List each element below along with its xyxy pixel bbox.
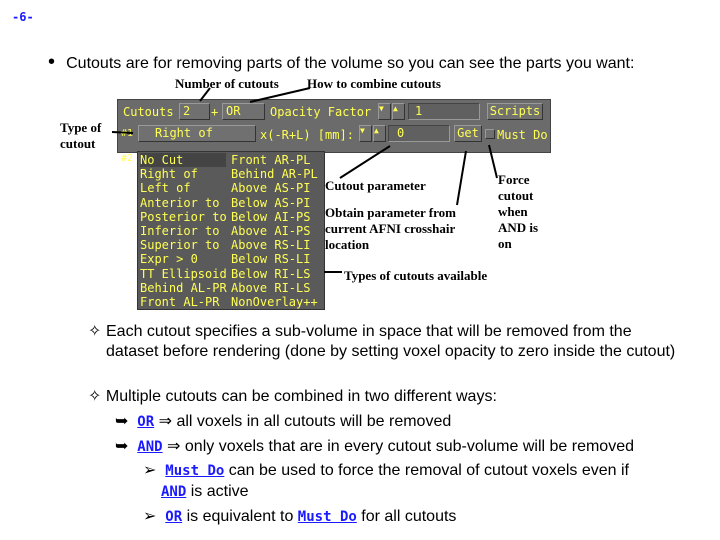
menu-option[interactable]: TT Ellipsoid <box>140 266 227 281</box>
must-do-tail: is active <box>190 483 249 500</box>
must-do-keyword-2[interactable]: Must Do <box>297 509 357 525</box>
and-item: ➥ AND ⇒ only voxels that are in every cu… <box>115 437 634 457</box>
menu-option[interactable]: Above AS-PI <box>231 181 311 196</box>
intro-text: Cutouts are for removing parts of the vo… <box>66 55 635 72</box>
label-combine: How to combine cutouts <box>307 76 441 91</box>
scripts-button[interactable]: Scripts <box>487 103 543 120</box>
or-keyword[interactable]: OR <box>137 414 155 430</box>
menu-option[interactable]: No Cut <box>140 153 226 167</box>
and-keyword-2[interactable]: AND <box>161 484 187 500</box>
cutouts-count-value: 2 <box>183 104 191 118</box>
cutout-type-value: Right of <box>155 126 213 140</box>
or-equiv-text: is equivalent to <box>186 508 294 525</box>
sub-bullet-1-text: Each cutout specifies a sub-volume in sp… <box>106 323 676 360</box>
param-down-button[interactable]: ▼ <box>359 125 372 142</box>
label-obtain: Obtain parameter from current AFNI cross… <box>325 205 456 252</box>
menu-option[interactable]: Above AI-PS <box>231 224 311 238</box>
cutouts-label: Cutouts <box>123 105 174 119</box>
scripts-label: Scripts <box>489 104 541 118</box>
and-text: ⇒ only voxels that are in every cutout s… <box>167 438 634 455</box>
sub-bullet-2: ✧ Multiple cutouts can be combined in tw… <box>88 387 497 407</box>
cutouts-panel: Cutouts 2 + OR Opacity Factor ▼ ▲ 1 Scri… <box>117 99 551 164</box>
must-do-item: ➢ Must Do can be used to force the remov… <box>143 461 629 481</box>
menu-option[interactable]: Above RI-LS <box>231 280 311 295</box>
must-do-keyword[interactable]: Must Do <box>165 463 225 479</box>
and-keyword[interactable]: AND <box>137 439 163 455</box>
get-label: Get <box>457 126 479 140</box>
menu-option[interactable]: Above RS-LI <box>231 238 311 253</box>
label-param: Cutout parameter <box>325 178 426 193</box>
menu-option[interactable]: Below RI-LS <box>231 266 311 281</box>
label-num-cutouts: Number of cutouts <box>175 76 279 91</box>
arrow-bullet-icon: ➥ <box>115 413 138 430</box>
or-equiv-item: ➢ OR is equivalent to Must Do for all cu… <box>143 507 456 527</box>
triangle-bullet-icon: ➢ <box>143 462 166 479</box>
opacity-down-button[interactable]: ▼ <box>378 103 391 120</box>
sub-bullet-1: ✧Each cutout specifies a sub-volume in s… <box>88 322 688 362</box>
or-equiv-tail: for all cutouts <box>361 508 457 525</box>
must-do-text: can be used to force the removal of cuto… <box>228 462 629 479</box>
menu-option[interactable]: Posterior to <box>140 209 227 224</box>
cutouts-count-menu[interactable]: 2 <box>179 103 210 120</box>
menu-option[interactable]: Inferior to <box>140 224 220 238</box>
cutout-type-menu[interactable]: Right of <box>138 125 256 142</box>
combine-menu[interactable]: OR <box>222 103 265 120</box>
opacity-label: Opacity Factor <box>270 105 372 119</box>
arrow-bullet-icon: ➥ <box>115 438 138 455</box>
menu-option[interactable]: Anterior to <box>140 195 220 210</box>
menu-option[interactable]: Left of <box>140 181 191 196</box>
opacity-input[interactable]: 1 <box>408 103 480 120</box>
label-types: Types of cutouts available <box>344 268 488 283</box>
menu-option[interactable]: Below RS-LI <box>231 252 311 267</box>
menu-option[interactable]: Behind AR-PL <box>231 167 318 182</box>
param-label: x(-R+L) [mm]: <box>260 128 354 142</box>
opacity-value: 1 <box>415 104 423 118</box>
get-button[interactable]: Get <box>454 125 482 142</box>
param-input[interactable]: 0 <box>388 125 450 142</box>
or-item: ➥ OR ⇒ all voxels in all cutouts will be… <box>115 412 451 432</box>
or-text: ⇒ all voxels in all cutouts will be remo… <box>158 413 452 430</box>
menu-option[interactable]: Right of <box>140 167 198 182</box>
page-number: -6- <box>12 10 34 24</box>
plus-label: + <box>211 105 219 119</box>
opacity-up-button[interactable]: ▲ <box>392 103 405 120</box>
row2-label: #2 <box>121 153 134 164</box>
menu-option[interactable]: Below AI-PS <box>231 209 311 224</box>
bullet-dot: • <box>48 51 67 73</box>
must-do-label: Must Do <box>497 128 548 142</box>
menu-option[interactable]: NonOverlay++ <box>231 295 318 309</box>
or-keyword-2[interactable]: OR <box>165 509 183 525</box>
menu-option[interactable]: Below AS-PI <box>231 195 311 210</box>
diamond-bullet-icon: ✧ <box>88 323 102 340</box>
label-force: Force cutout when AND is on <box>498 172 539 251</box>
menu-option[interactable]: Expr > 0 <box>140 252 198 267</box>
triangle-bullet-icon: ➢ <box>143 508 166 525</box>
label-type: Type of cutout <box>60 120 102 151</box>
menu-option[interactable]: Superior to <box>140 238 220 253</box>
must-do-item-cont: AND is active <box>161 482 249 502</box>
menu-option[interactable]: Behind AL-PR <box>140 280 227 295</box>
sub-bullet-2-text: Multiple cutouts can be combined in two … <box>105 388 497 405</box>
param-value: 0 <box>397 126 405 140</box>
menu-option[interactable]: Front AR-PL <box>231 153 311 167</box>
menu-option[interactable]: Front AL-PR <box>140 295 220 309</box>
combine-value: OR <box>226 104 241 118</box>
must-do-checkbox[interactable] <box>485 129 495 139</box>
diamond-bullet-icon: ✧ <box>88 388 106 405</box>
param-up-button[interactable]: ▲ <box>373 125 386 142</box>
intro-bullet: • Cutouts are for removing parts of the … <box>48 51 634 74</box>
